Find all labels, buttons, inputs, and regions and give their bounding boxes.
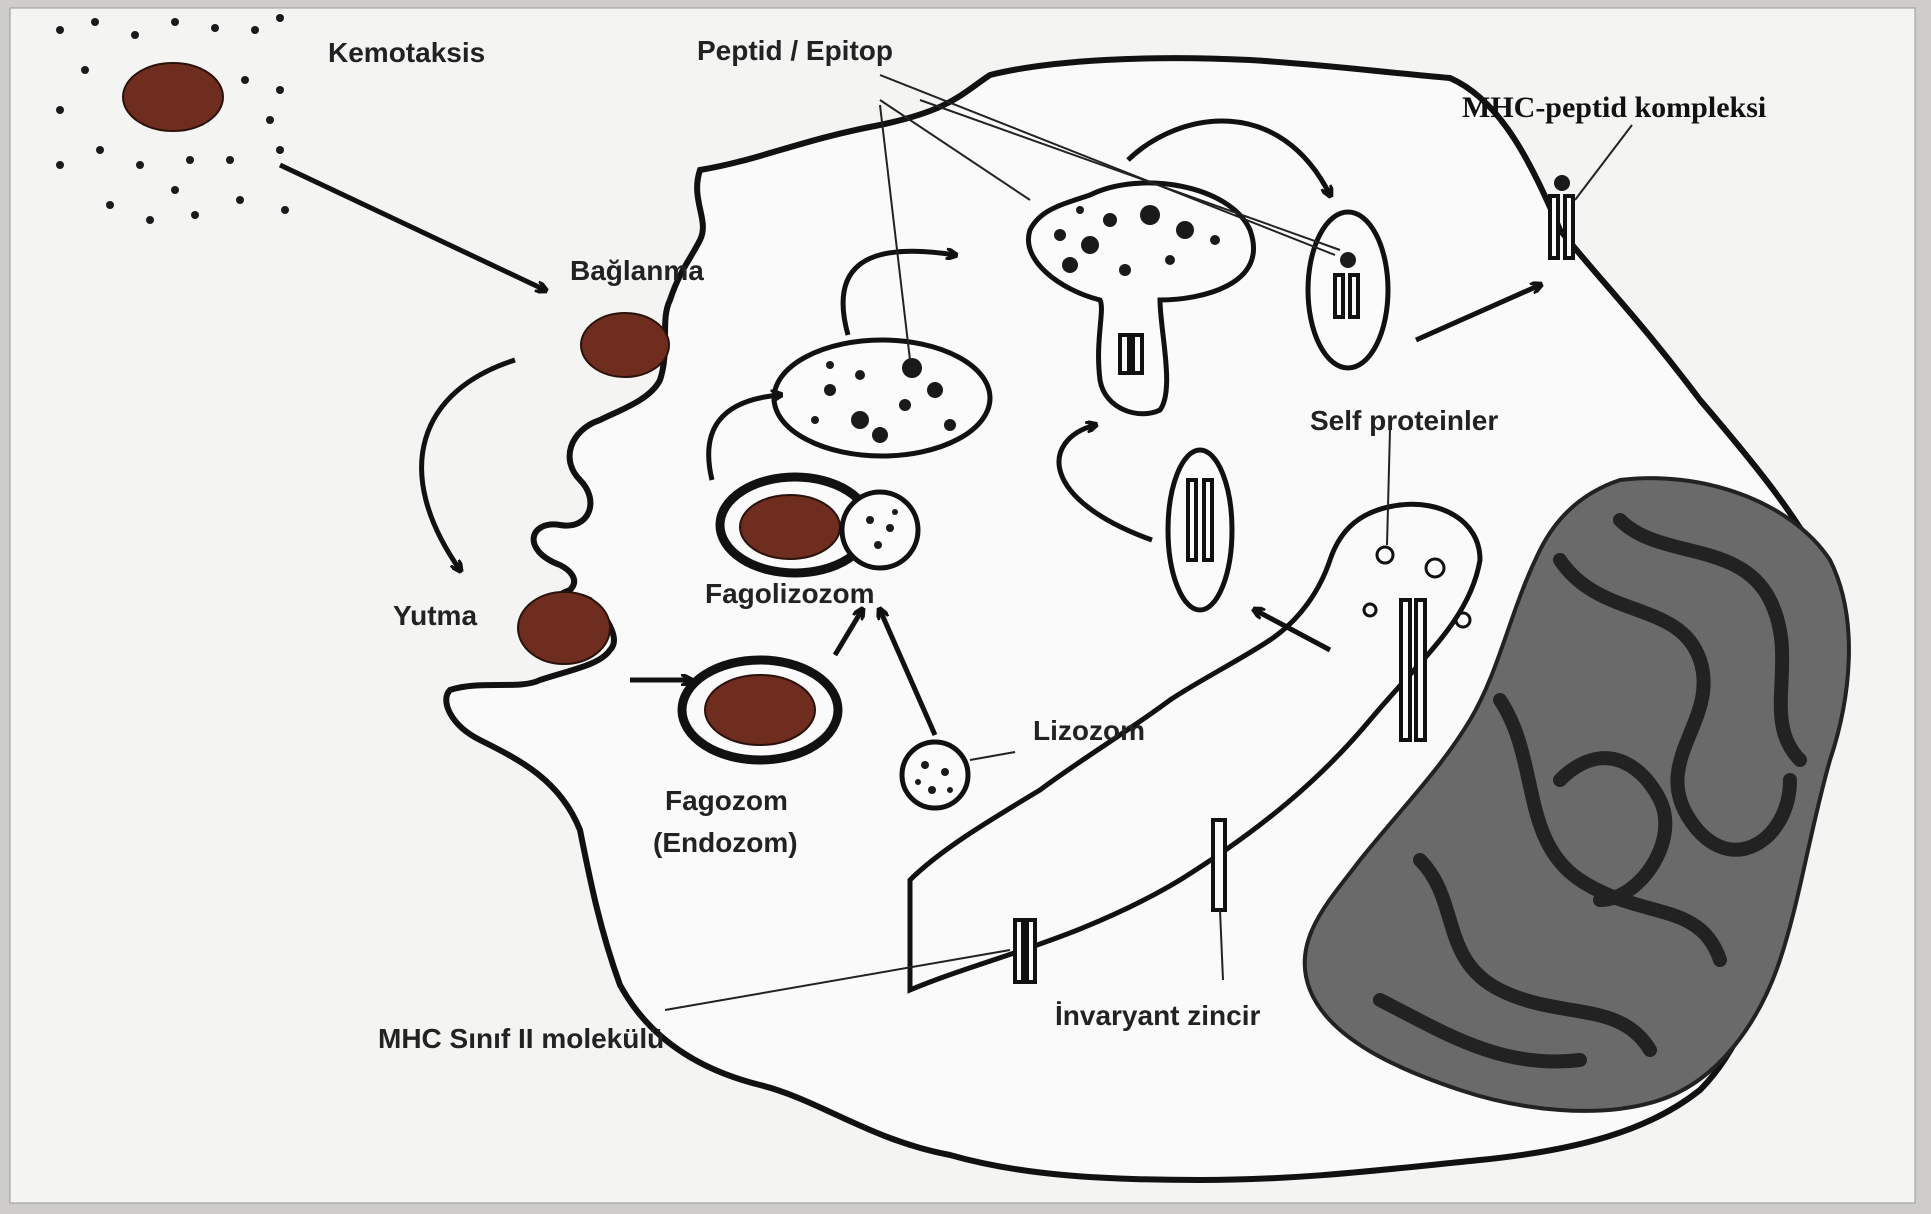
digestion-vesicle — [774, 340, 990, 456]
label-invaryant-zincir: İnvaryant zincir — [1055, 1000, 1261, 1031]
label-mhc-sinif-ii: MHC Sınıf II molekülü — [378, 1023, 664, 1054]
bacterium — [123, 63, 223, 131]
bacterium-binding — [581, 313, 669, 377]
label-mhc-peptid-kompleksi: MHC-peptid kompleksi — [1462, 91, 1766, 124]
phagosome — [682, 660, 838, 760]
label-lizozom: Lizozom — [1033, 715, 1145, 746]
label-kemotaksis: Kemotaksis — [328, 37, 485, 68]
label-endozom: (Endozom) — [653, 827, 798, 858]
bacterium-engulfing — [518, 592, 610, 664]
label-baglanma: Bağlanma — [570, 255, 704, 286]
label-peptid-epitop: Peptid / Epitop — [697, 35, 893, 66]
mhc-peptide-vesicle — [1308, 212, 1388, 368]
label-fagozom: Fagozom — [665, 785, 788, 816]
phagolysosome — [720, 477, 918, 573]
label-self-proteinler: Self proteinler — [1310, 405, 1498, 436]
label-fagolizozom: Fagolizozom — [705, 578, 875, 609]
label-yutma: Yutma — [393, 600, 477, 631]
lysosome — [902, 742, 968, 808]
mhc-transport-vesicle — [1168, 450, 1232, 610]
